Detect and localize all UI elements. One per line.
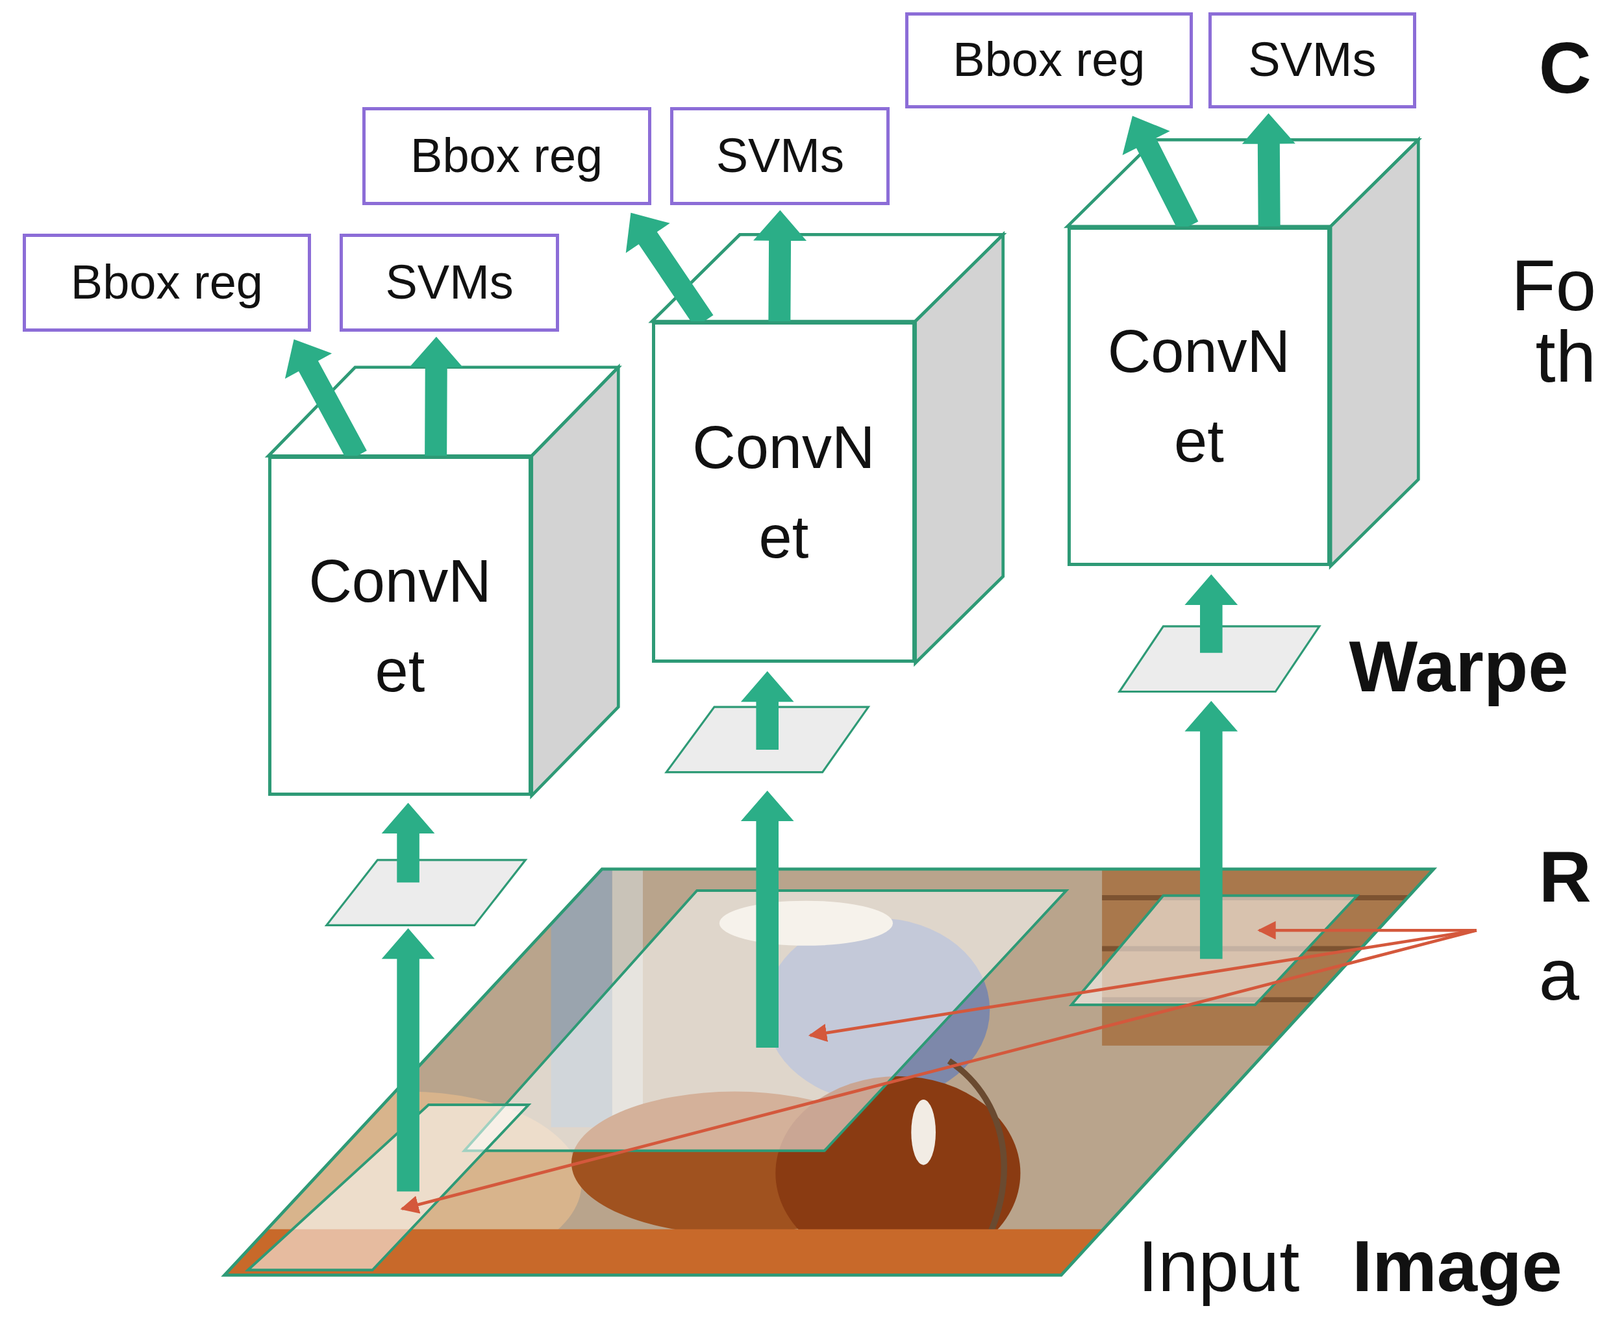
side-caption: Image [1351,1225,1563,1310]
flow-arrow [381,803,436,884]
flow-arrow [1242,113,1296,227]
output-box: Bbox reg [22,233,312,332]
flow-arrow [381,928,436,1192]
node-text: Bbox reg [70,253,263,312]
reins [948,1061,1004,1256]
flow-arrow [1184,574,1238,654]
node-text: SVMs [385,253,514,312]
output-box: SVMs [1208,12,1417,109]
node-text: ConvN et [308,536,491,716]
flow-arrow [1184,701,1238,960]
node-text: SVMs [716,127,845,186]
side-caption: a [1538,933,1580,1018]
flow-arrow [740,790,795,1049]
output-box: SVMs [339,233,560,332]
flow-arrow [625,212,714,328]
node-text: ConvN et [692,402,875,582]
side-caption: Fo [1511,244,1597,328]
flow-arrow [409,337,463,457]
node-text: Bbox reg [410,127,603,186]
flow-arrow [1122,116,1199,232]
cube-side [1330,139,1419,567]
flow-arrow [740,671,795,750]
output-box: Bbox reg [362,107,652,206]
side-caption: th [1535,315,1597,400]
warped-region [326,860,526,926]
side-caption: Input [1137,1225,1300,1310]
node-text: SVMs [1248,31,1376,89]
convnet-box: ConvN et [651,321,915,663]
node-text: Bbox reg [952,31,1145,89]
side-caption: Warpe [1348,625,1569,710]
leader-line [1259,929,1477,933]
side-caption: R [1538,835,1592,920]
node-text: ConvN et [1107,306,1291,486]
leader-line [810,930,1477,1036]
leader-line [401,930,1477,1210]
output-box: Bbox reg [905,12,1193,109]
side-caption: C [1538,26,1592,111]
horse-blaze [911,1100,936,1166]
flow-arrow [753,210,807,322]
convnet-box: ConvN et [268,455,532,796]
output-box: SVMs [670,107,890,206]
cube-side [531,367,619,797]
image-outline [224,869,1434,1276]
convnet-box: ConvN et [1067,226,1331,567]
cube-side [915,234,1004,663]
flow-arrow [285,339,367,462]
